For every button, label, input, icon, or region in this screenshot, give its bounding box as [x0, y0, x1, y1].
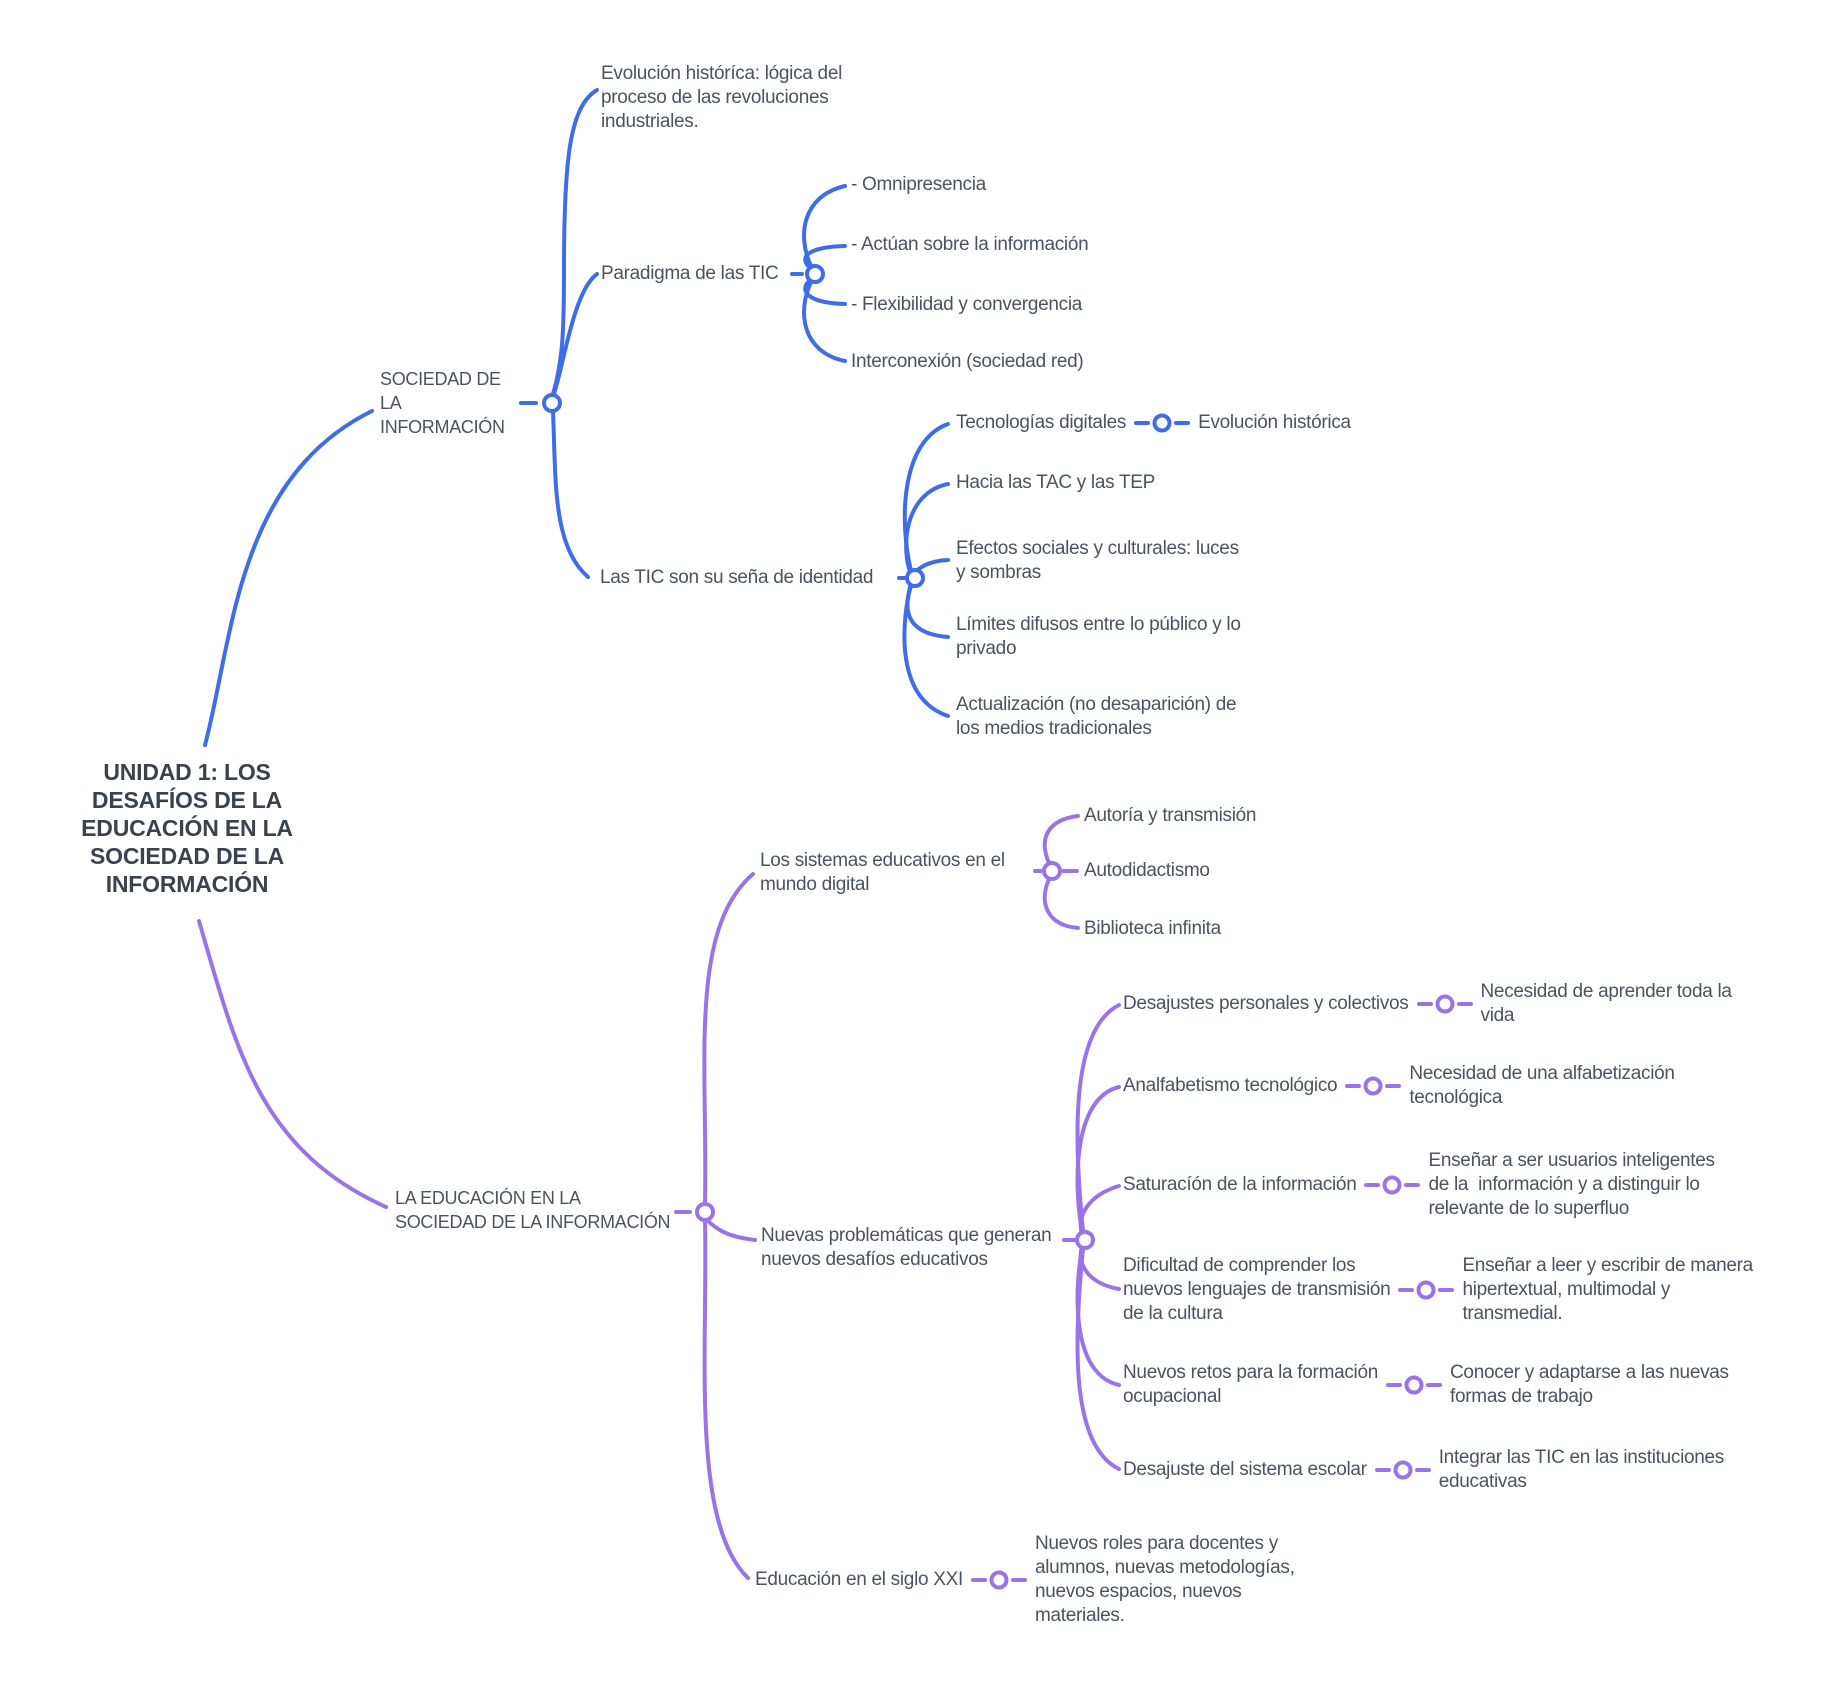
node-nuevos-roles[interactable]: Nuevos roles para docentes y alumnos, nu… — [1034, 1533, 1295, 1626]
row-educacion-xxi: Educación en el siglo XXI Nuevos roles p… — [755, 1532, 1295, 1628]
edge-sociedad-lastic — [551, 410, 590, 579]
node-necesidad-aprender[interactable]: Necesidad de aprender toda la vida — [1480, 981, 1732, 1026]
edge-paradigma-flexibilidad — [803, 279, 847, 306]
branch-educacion-label[interactable]: LA EDUCACIÓN EN LA SOCIEDAD DE LA INFORM… — [395, 1188, 671, 1232]
edge-sociedad-evolucion — [551, 88, 599, 396]
node-toggle-sigloxxi[interactable] — [989, 1570, 1009, 1590]
edge-paradigma-interconexion — [802, 280, 847, 363]
pair-connector — [1364, 1175, 1421, 1195]
pair-connector — [1345, 1076, 1402, 1096]
node-toggle-retos[interactable] — [1404, 1375, 1424, 1395]
edge-paradigma-actuan — [803, 244, 847, 269]
node-necesidad-alfabetizacion[interactable]: Necesidad de una alfabetización tecnológ… — [1409, 1063, 1675, 1108]
node-nuevas-problematicas[interactable]: Nuevas problemáticas que generan nuevos … — [761, 1225, 1052, 1270]
node-autodidactismo[interactable]: Autodidactismo — [1084, 860, 1210, 881]
node-desajuste-escolar[interactable]: Desajuste del sistema escolar — [1123, 1459, 1367, 1480]
node-toggle-educacion[interactable] — [695, 1202, 715, 1222]
row-desajuste-escolar: Desajuste del sistema escolar Integrar l… — [1123, 1446, 1724, 1494]
edge-problematicas-analfabetismo — [1075, 1085, 1121, 1234]
node-actualizacion-medios[interactable]: Actualización (no desaparición) de los m… — [956, 694, 1237, 739]
node-toggle-tecnologias[interactable] — [1152, 413, 1172, 433]
node-toggle-sistemas[interactable] — [1042, 861, 1062, 881]
row-saturacion: Saturacíón de la información Enseñar a s… — [1123, 1149, 1715, 1221]
node-limites-difusos[interactable]: Límites difusos entre lo público y lo pr… — [956, 614, 1241, 659]
node-toggle-analfabetismo[interactable] — [1363, 1076, 1383, 1096]
node-ensenar-usuarios[interactable]: Enseñar a ser usuarios inteligentes de l… — [1428, 1150, 1715, 1219]
node-analfabetismo[interactable]: Analfabetismo tecnológico — [1123, 1075, 1338, 1096]
node-lastic-identidad[interactable]: Las TIC son su seña de identidad — [600, 567, 874, 588]
node-paradigma-tic[interactable]: Paradigma de las TIC — [601, 263, 779, 284]
pair-connector — [1374, 1460, 1431, 1480]
branch-sociedad-label[interactable]: SOCIEDAD DE LA INFORMACIÓN — [380, 369, 505, 437]
node-actuan-informacion[interactable]: - Actúan sobre la información — [851, 234, 1089, 255]
pair-connector — [970, 1570, 1027, 1590]
node-nuevos-retos[interactable]: Nuevos retos para la formación ocupacion… — [1123, 1362, 1379, 1407]
node-hacia-tac-tep[interactable]: Hacia las TAC y las TEP — [956, 472, 1156, 493]
pair-connector — [1134, 413, 1191, 433]
edge-educacion-sistemas — [702, 872, 755, 1205]
node-biblioteca-infinita[interactable]: Biblioteca infinita — [1084, 918, 1221, 939]
edge-lastic-limites — [905, 584, 950, 639]
row-tecnologias: Tecnologías digitales Evolución históric… — [956, 411, 1351, 435]
node-evolucion-historica-2[interactable]: Evolución histórica — [1198, 412, 1351, 433]
node-saturacion[interactable]: Saturacíón de la información — [1123, 1174, 1357, 1195]
row-analfabetismo: Analfabetismo tecnológico Necesidad de u… — [1123, 1062, 1675, 1110]
node-evolucion-historica[interactable]: Evolución históríca: lógica del proceso … — [601, 63, 843, 132]
node-toggle-problematicas[interactable] — [1075, 1230, 1095, 1250]
edge-educacion-problematicas — [705, 1218, 757, 1242]
node-conocer-adaptarse[interactable]: Conocer y adaptarse a las nuevas formas … — [1450, 1362, 1729, 1407]
edge-problematicas-saturacion — [1078, 1184, 1121, 1236]
node-toggle-lastic[interactable] — [905, 568, 925, 588]
edge-sistemas-biblioteca — [1042, 877, 1080, 930]
node-toggle-dificultad[interactable] — [1416, 1280, 1436, 1300]
edge-root-educacion — [197, 919, 388, 1209]
node-efectos-sociales[interactable]: Efectos sociales y culturales: luces y s… — [956, 538, 1239, 583]
edge-educacion-sigloxxi — [702, 1219, 750, 1580]
pair-connector — [1416, 994, 1473, 1014]
edge-sistemas-autoria — [1042, 814, 1080, 865]
pair-connector — [1398, 1280, 1455, 1300]
node-ensenar-leer[interactable]: Enseñar a leer y escribir de manera hipe… — [1462, 1255, 1753, 1324]
edge-root-sociedad — [203, 409, 374, 747]
edge-problematicas-dificultad — [1078, 1245, 1121, 1291]
row-dificultad: Dificultad de comprender los nuevos leng… — [1123, 1254, 1753, 1326]
pair-connector — [1386, 1375, 1443, 1395]
node-sistemas-educativos[interactable]: Los sistemas educativos en el mundo digi… — [760, 850, 1005, 895]
row-desajustes: Desajustes personales y colectivos Neces… — [1123, 980, 1732, 1028]
node-integrar-tic[interactable]: Integrar las TIC en las instituciones ed… — [1438, 1447, 1725, 1492]
node-tecnologias-digitales[interactable]: Tecnologías digitales — [956, 412, 1127, 433]
row-nuevos-retos: Nuevos retos para la formación ocupacion… — [1123, 1361, 1729, 1409]
edge-lastic-hacia — [904, 482, 950, 574]
node-toggle-desajustes[interactable] — [1435, 994, 1454, 1014]
edge-problematicas-escolar — [1075, 1247, 1121, 1471]
node-desajustes-personales[interactable]: Desajustes personales y colectivos — [1123, 993, 1409, 1014]
node-toggle-paradigma[interactable] — [805, 264, 825, 284]
node-interconexion[interactable]: Interconexión (sociedad red) — [851, 351, 1084, 372]
node-educacion-sigloxxi[interactable]: Educación en el siglo XXI — [755, 1569, 963, 1590]
node-toggle-sociedad[interactable] — [542, 393, 562, 413]
edge-lastic-tecnologias — [902, 422, 950, 573]
edge-sociedad-paradigma — [551, 272, 599, 398]
node-dificultad-lenguajes[interactable]: Dificultad de comprender los nuevos leng… — [1123, 1255, 1391, 1324]
node-autoria[interactable]: Autoría y transmisión — [1084, 805, 1257, 826]
node-flexibilidad[interactable]: - Flexibilidad y convergencia — [851, 294, 1083, 315]
node-omnipresencia[interactable]: - Omnipresencia — [851, 174, 986, 195]
edge-problematicas-desajustes — [1075, 1003, 1121, 1233]
edge-lastic-actualizacion — [902, 585, 950, 718]
node-toggle-saturacion[interactable] — [1382, 1175, 1402, 1195]
root-node-label[interactable]: UNIDAD 1: LOS DESAFÍOS DE LA EDUCACIÓN E… — [81, 759, 293, 897]
node-toggle-escolar[interactable] — [1393, 1460, 1413, 1480]
